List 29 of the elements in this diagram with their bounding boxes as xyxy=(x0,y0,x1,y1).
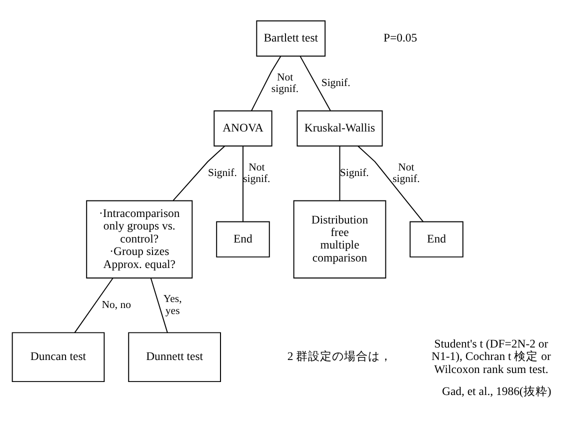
label: P=0.05 xyxy=(384,31,418,44)
connector xyxy=(251,55,282,111)
connector xyxy=(358,145,424,222)
connector xyxy=(300,55,331,111)
node-box: ANOVA xyxy=(214,110,272,146)
node-box: Duncan test xyxy=(12,332,105,382)
node-box: Kruskal-Wallis xyxy=(296,110,383,146)
label: 2 群設定の場合は， xyxy=(287,350,392,363)
edge-label: Yes, yes xyxy=(163,292,182,316)
edge-label: Signif. xyxy=(321,76,350,89)
node-box: End xyxy=(410,220,464,257)
node-box: Distribution free multiple comparison xyxy=(293,200,386,278)
edge-label: No, no xyxy=(102,298,132,311)
connector xyxy=(242,145,244,222)
edge-label: Not signif. xyxy=(271,70,299,95)
edge-label: Not signif. xyxy=(243,160,270,184)
edge-label: Not signif. xyxy=(392,160,420,184)
connector xyxy=(74,277,114,333)
node-box: Bartlett test xyxy=(256,20,326,56)
connector xyxy=(150,277,168,333)
edge-label: Signif. xyxy=(340,166,369,179)
edge-label: Signif. xyxy=(208,166,237,179)
node-box: Dunnett test xyxy=(128,332,221,382)
label: Student's t (DF=2N-2 or N1-1), Cochran t 検定 or Wilcoxon rank sum test. xyxy=(432,336,551,376)
node-box: ·Intracomparison only groups vs. control? ·Group sizes Approx. equal? xyxy=(86,200,193,278)
connector xyxy=(172,145,226,200)
node-box: End xyxy=(216,220,270,257)
caption: Gad, et al., 1986(抜粋) xyxy=(442,384,552,398)
connector xyxy=(339,145,340,201)
